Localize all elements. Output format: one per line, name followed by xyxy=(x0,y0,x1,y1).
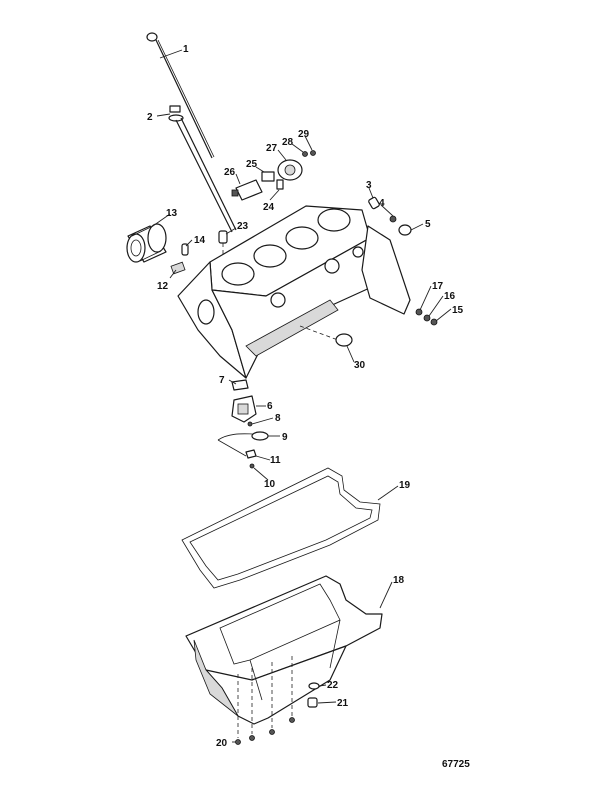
fitting-24 xyxy=(276,179,284,190)
sensor-26 xyxy=(231,179,263,201)
callout-6: 6 xyxy=(267,401,273,412)
nut-29 xyxy=(310,150,316,156)
clip-11 xyxy=(245,449,257,459)
oil-filter xyxy=(126,223,167,263)
filter-fitting xyxy=(170,261,186,275)
plug-4 xyxy=(389,215,397,223)
drain-plug-21 xyxy=(307,697,318,708)
callout-11: 11 xyxy=(270,455,281,466)
callout-7: 7 xyxy=(219,375,225,386)
plug-5 xyxy=(398,224,412,236)
pan-bolts-20 xyxy=(235,656,295,745)
callout-13: 13 xyxy=(166,208,178,219)
callout-25: 25 xyxy=(246,159,258,170)
callout-23: 23 xyxy=(237,221,249,232)
oil-pan xyxy=(185,575,383,725)
fitting-3 xyxy=(368,196,380,210)
callout-15: 15 xyxy=(452,305,464,316)
callout-9: 9 xyxy=(282,432,288,443)
callout-27: 27 xyxy=(266,143,278,154)
callout-22: 22 xyxy=(327,680,339,691)
leader-lines xyxy=(149,49,452,743)
oil-pump-6 xyxy=(231,395,257,423)
callout-26: 26 xyxy=(224,167,236,178)
callout-labels: 1 2 3 4 5 6 7 8 9 10 11 12 13 14 15 16 1… xyxy=(147,44,464,749)
pin-14 xyxy=(181,243,189,256)
callout-18: 18 xyxy=(393,575,405,586)
callout-10: 10 xyxy=(264,479,276,490)
callout-4: 4 xyxy=(379,198,385,209)
dipstick-tube xyxy=(168,105,237,233)
dipstick xyxy=(146,32,215,159)
plug-23 xyxy=(218,230,228,262)
callout-29: 29 xyxy=(298,129,310,140)
callout-30: 30 xyxy=(354,360,366,371)
washer-22 xyxy=(308,682,320,690)
callout-28: 28 xyxy=(282,137,294,148)
callout-21: 21 xyxy=(337,698,349,709)
callout-16: 16 xyxy=(444,291,456,302)
callout-2: 2 xyxy=(147,112,153,123)
callout-3: 3 xyxy=(366,180,372,191)
freeze-plug-30 xyxy=(335,333,353,347)
bracket-7 xyxy=(231,379,249,391)
callout-20: 20 xyxy=(216,738,228,749)
callout-17: 17 xyxy=(432,281,444,292)
engine-block xyxy=(177,205,411,379)
callout-1: 1 xyxy=(183,44,189,55)
plugs-15-17 xyxy=(415,308,438,326)
callout-5: 5 xyxy=(425,219,431,230)
sensor-25 xyxy=(261,171,275,182)
callout-19: 19 xyxy=(399,480,411,491)
callout-12: 12 xyxy=(157,281,169,292)
callout-8: 8 xyxy=(275,413,281,424)
sender-27 xyxy=(277,159,303,181)
figure-number: 67725 xyxy=(442,759,470,770)
nut-10 xyxy=(249,463,255,469)
oil-pan-gasket xyxy=(181,467,381,589)
callout-14: 14 xyxy=(194,235,206,246)
washer-28 xyxy=(302,151,308,157)
callout-24: 24 xyxy=(263,202,275,213)
screw-8 xyxy=(247,421,253,427)
pickup-tube-9 xyxy=(217,431,269,457)
